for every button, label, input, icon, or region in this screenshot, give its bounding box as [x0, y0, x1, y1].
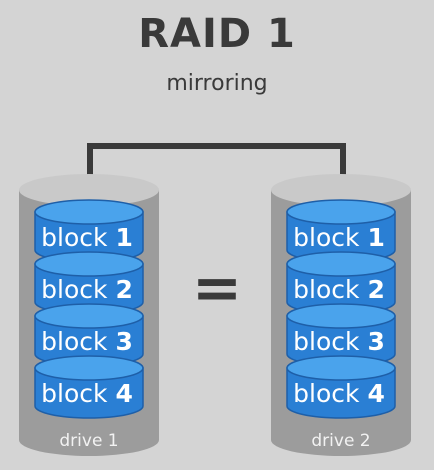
- block-number: 4: [115, 379, 132, 408]
- block-label: block 2: [41, 275, 133, 304]
- drive-top: [271, 174, 411, 206]
- block-top: [34, 251, 144, 277]
- block-top: [286, 303, 396, 329]
- block-label: block 2: [293, 275, 385, 304]
- diagram-title: RAID 1: [138, 11, 296, 57]
- block-top: [34, 355, 144, 381]
- block-label: block 1: [41, 223, 133, 252]
- drive-top: [19, 174, 159, 206]
- block-label: block 3: [293, 327, 385, 356]
- drive-label: drive 1: [59, 431, 118, 451]
- block-word: block: [41, 327, 115, 356]
- block-label: block 4: [41, 379, 133, 408]
- block-number: 1: [115, 223, 132, 252]
- block-top: [286, 355, 396, 381]
- block-number: 4: [367, 379, 384, 408]
- block-word: block: [293, 275, 367, 304]
- block-number: 1: [367, 223, 384, 252]
- block-label: block 1: [293, 223, 385, 252]
- block-number: 2: [115, 275, 132, 304]
- block-3: block 3: [34, 303, 144, 367]
- equals-sign: =: [191, 253, 243, 323]
- drive-label: drive 2: [311, 431, 370, 451]
- block-4: block 4: [286, 355, 396, 419]
- block-word: block: [293, 379, 367, 408]
- block-label: block 3: [41, 327, 133, 356]
- block-number: 3: [367, 327, 384, 356]
- block-word: block: [293, 223, 367, 252]
- block-label: block 4: [293, 379, 385, 408]
- diagram-subtitle: mirroring: [166, 71, 268, 96]
- block-body: [286, 367, 396, 419]
- mirror-connector: [87, 143, 346, 196]
- block-top: [286, 251, 396, 277]
- block-number: 2: [367, 275, 384, 304]
- block-1: block 1: [286, 199, 396, 263]
- block-4: block 4: [34, 355, 144, 419]
- block-word: block: [41, 379, 115, 408]
- block-number: 3: [115, 327, 132, 356]
- block-top: [34, 303, 144, 329]
- block-word: block: [41, 223, 115, 252]
- block-word: block: [41, 275, 115, 304]
- block-top: [286, 199, 396, 225]
- block-3: block 3: [286, 303, 396, 367]
- block-top: [34, 199, 144, 225]
- block-2: block 2: [286, 251, 396, 315]
- block-body: [34, 367, 144, 419]
- block-word: block: [293, 327, 367, 356]
